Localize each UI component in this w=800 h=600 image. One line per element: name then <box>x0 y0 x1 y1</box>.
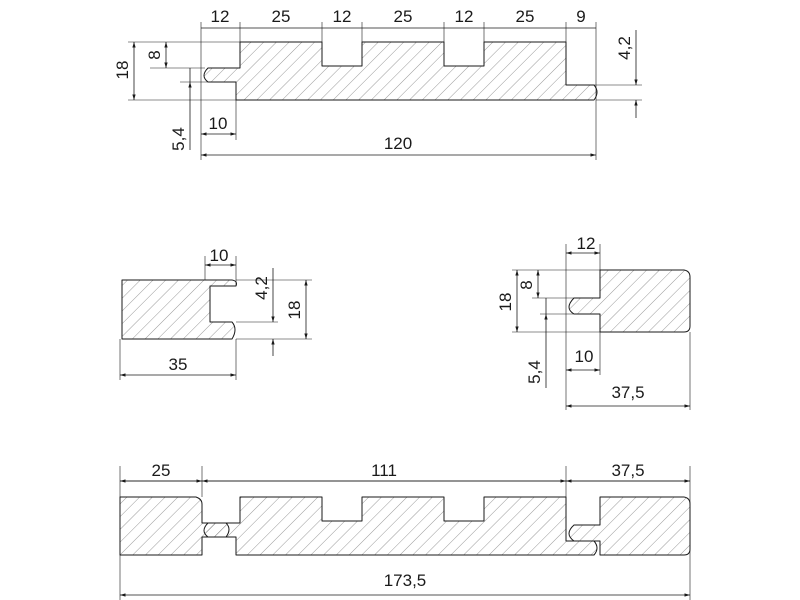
dim-top-tongue-length: 10 <box>209 114 228 133</box>
dim-top-tongue-thickness: 4,2 <box>615 36 634 60</box>
dim-right-thickness: 18 <box>496 293 515 312</box>
dim-right-width: 37,5 <box>611 383 644 402</box>
dim-top-total-width: 120 <box>384 134 412 153</box>
dim-left-rebate-width: 10 <box>210 246 229 265</box>
dim-top-w2: 25 <box>272 7 291 26</box>
dim-assembly-middle: 111 <box>371 461 397 480</box>
dim-top-w6: 25 <box>516 7 535 26</box>
profile-top: 12 25 12 25 12 25 9 18 8 5,4 4,2 10 120 <box>113 7 642 160</box>
end-right: 12 18 8 5,4 10 37,5 <box>496 234 691 410</box>
dim-left-rebate-depth: 4,2 <box>252 276 271 300</box>
dim-right-width-top: 12 <box>577 234 596 253</box>
dim-left-width: 35 <box>169 355 188 374</box>
dim-right-offset: 5,4 <box>525 360 544 384</box>
dim-right-tongue-length: 10 <box>575 347 594 366</box>
dim-top-w3: 12 <box>333 7 352 26</box>
dim-assembly-right: 37,5 <box>611 461 644 480</box>
dim-assembly-total: 173,5 <box>384 571 427 590</box>
end-right-outline <box>568 269 691 333</box>
assembly: 25 111 37,5 173,5 <box>119 461 691 600</box>
dim-top-tongue-offset: 5,4 <box>169 127 188 151</box>
assembly-right-piece <box>568 496 691 556</box>
dim-assembly-left: 25 <box>152 461 171 480</box>
dim-top-w7: 9 <box>576 7 585 26</box>
end-left: 10 4,2 18 35 <box>119 246 312 380</box>
end-left-outline <box>121 279 237 340</box>
dim-left-thickness: 18 <box>285 301 304 320</box>
profile-top-outline <box>203 41 598 101</box>
dim-top-w1: 12 <box>211 7 230 26</box>
assembly-middle-piece <box>203 496 598 556</box>
dim-top-thickness: 18 <box>113 61 132 80</box>
dim-top-w4: 25 <box>394 7 413 26</box>
dim-top-w5: 12 <box>455 7 474 26</box>
dim-right-groove-depth: 8 <box>517 280 536 289</box>
dim-top-groove-depth: 8 <box>145 50 164 59</box>
